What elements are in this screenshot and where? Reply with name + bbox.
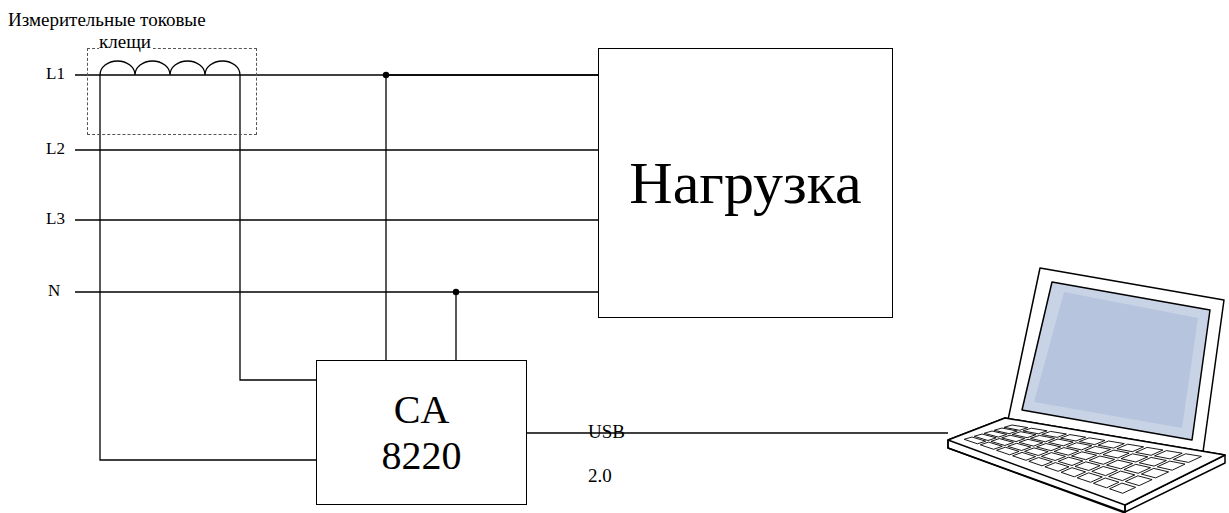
phase-label: L2	[46, 139, 65, 159]
key	[1157, 461, 1185, 470]
wire-connector	[386, 75, 598, 360]
key	[1141, 468, 1168, 478]
laptop-icon	[948, 268, 1225, 513]
interface-label: USB 2.0	[588, 410, 634, 498]
phase-wire	[75, 219, 598, 220]
wire-connector	[100, 135, 316, 460]
clamp-coil	[100, 61, 240, 75]
wire-connector	[456, 292, 598, 360]
node-text: CA 8220	[367, 387, 477, 479]
key	[1013, 452, 1036, 460]
phase-label: L1	[46, 64, 65, 84]
key	[1045, 463, 1069, 472]
key	[964, 437, 986, 444]
phase-label: L3	[46, 209, 65, 229]
wire-connector	[240, 135, 316, 380]
key	[1110, 483, 1136, 493]
key	[1125, 476, 1152, 486]
key	[997, 447, 1020, 455]
analyzer-box: CA 8220	[316, 360, 527, 505]
load-box: Нагрузка	[598, 48, 893, 318]
neutral-wire	[75, 291, 456, 292]
clamp-lead	[239, 75, 240, 135]
key	[1173, 454, 1201, 463]
clamp-lead	[99, 75, 100, 135]
current-clamp-box: Измерительные токовые клещи	[87, 48, 257, 135]
neutral-label: N	[48, 281, 60, 301]
phase-wire	[75, 74, 257, 75]
node-text: Измерительные токовые клещи	[6, 9, 246, 53]
node-text: Нагрузка	[629, 150, 861, 216]
key	[1029, 458, 1053, 466]
key	[980, 442, 1002, 449]
phase-wire	[75, 149, 598, 150]
